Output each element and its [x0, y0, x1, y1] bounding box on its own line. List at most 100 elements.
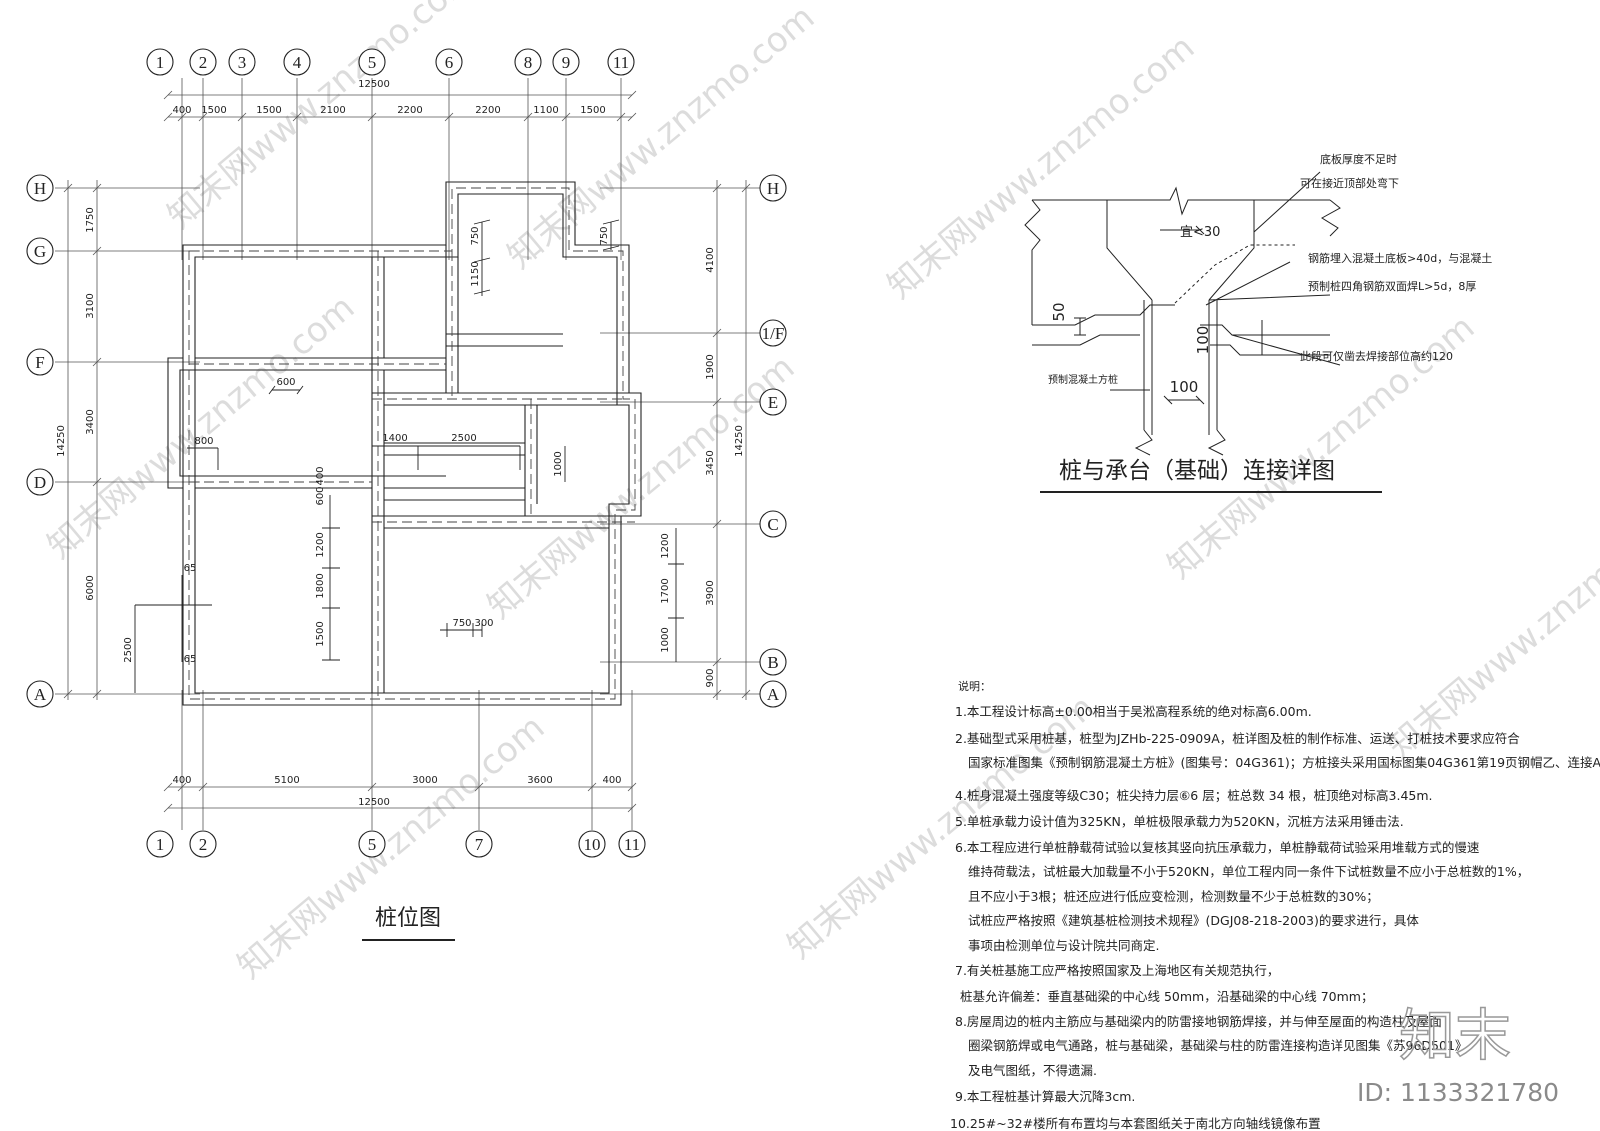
dim-label: 800 — [194, 436, 213, 447]
dim-tick — [712, 183, 722, 193]
foundation-beams — [167, 181, 642, 706]
dim-tick — [92, 357, 102, 367]
dim-tick — [63, 183, 73, 193]
axis-bubble-bottom: 7 — [465, 830, 493, 858]
watermark: 知末网www.znzmo.com — [1380, 487, 1600, 766]
dim-label: 1500 — [201, 105, 226, 116]
dim-label: 50 — [1050, 302, 1068, 321]
dim-tick — [163, 90, 173, 100]
svg-text:9: 9 — [562, 53, 571, 72]
dim-tick — [92, 689, 102, 699]
svg-text:C: C — [767, 515, 778, 534]
top-total-dim: 12500 — [358, 79, 390, 90]
dim-tick — [587, 782, 597, 792]
dim-label: 2500 — [123, 637, 134, 662]
axis-bubble-right: B — [759, 648, 787, 676]
dim-tick — [741, 689, 751, 699]
svg-text:E: E — [768, 393, 778, 412]
svg-text:H: H — [767, 179, 779, 198]
dim-label: 钢筋埋入混凝土底板>40d，与混凝土 — [1308, 251, 1492, 265]
axis-bubble-bottom: 1 — [146, 830, 174, 858]
dim-tick — [292, 112, 302, 122]
svg-text:7: 7 — [475, 835, 484, 854]
dim-label: 600 — [315, 486, 326, 505]
dim-label: 3100 — [85, 293, 96, 318]
note-line: 7.有关桩基施工应严格按照国家及上海地区有关规范执行， — [955, 963, 1279, 978]
dim-label: 1500 — [580, 105, 605, 116]
dim-tick — [474, 782, 484, 792]
svg-text:6: 6 — [445, 53, 454, 72]
axis-bubble-right: E — [759, 388, 787, 416]
note-line: 9.本工程桩基计算最大沉降3cm. — [955, 1089, 1135, 1104]
dim-tick — [712, 397, 722, 407]
note-line: 及电气图纸，不得遗漏. — [968, 1063, 1097, 1078]
dim-label: 1000 — [660, 627, 671, 652]
dim-label: 此段可仅凿去焊接部位高约120 — [1300, 349, 1453, 363]
dim-tick — [198, 782, 208, 792]
dim-label: 1800 — [315, 573, 326, 598]
note-line: 且不应小于3根；桩还应进行低应变检测，检测数量不少于总桩数的30%； — [968, 889, 1379, 904]
watermark: 知末网www.znzmo.com — [880, 27, 1202, 306]
dim-label: 1100 — [533, 105, 558, 116]
dim-label: 100 — [1170, 378, 1199, 396]
axis-bubble-left: F — [26, 348, 54, 376]
dim-label: 1500 — [315, 621, 326, 646]
note-line: 4.桩身混凝土强度等级C30；桩尖持力层⑥6 层；桩总数 34 根，桩顶绝对标高… — [955, 788, 1433, 803]
axis-bubble-bottom: 10 — [578, 830, 606, 858]
dim-label: 3450 — [705, 450, 716, 475]
axis-bubble-top: 11 — [607, 48, 635, 76]
dim-label: 600 — [276, 377, 295, 388]
dim-label: 1200 — [315, 532, 326, 557]
notes-heading: 说明： — [958, 679, 991, 693]
note-line: 国家标准图集《预制钢筋混凝土方桩》(图集号：04G361)；方桩接头采用国标图集… — [968, 755, 1600, 770]
brand-id: ID: 1133321780 — [1357, 1078, 1559, 1107]
svg-text:10: 10 — [584, 835, 601, 854]
dim-label: 5100 — [274, 775, 299, 786]
axis-bubble-top: 6 — [435, 48, 463, 76]
axis-bubble-right: H — [759, 174, 787, 202]
dim-label: 65 — [184, 654, 197, 665]
dim-label: 750 — [470, 226, 481, 245]
dim-label: 1500 — [256, 105, 281, 116]
svg-text:1/F: 1/F — [762, 324, 785, 343]
inner-dimensions — [134, 219, 684, 693]
axis-bubble-left: G — [26, 237, 54, 265]
note-line: 事项由检测单位与设计院共同商定. — [968, 938, 1159, 953]
note-line: 8.房屋周边的桩内主筋应与基础梁内的防雷接地钢筋焊接，并与伸至屋面的构造柱及屋面 — [955, 1014, 1442, 1029]
svg-text:4: 4 — [293, 53, 302, 72]
dim-label: 2200 — [397, 105, 422, 116]
dim-label: 2100 — [320, 105, 345, 116]
grid-lines — [55, 78, 760, 830]
dim-label: 3000 — [412, 775, 437, 786]
dim-tick — [198, 112, 208, 122]
axis-bubble-right: A — [759, 680, 787, 708]
dim-tick — [177, 112, 187, 122]
svg-text:5: 5 — [368, 835, 377, 854]
svg-text:F: F — [35, 353, 44, 372]
dim-label: 宜<30 — [1180, 225, 1220, 240]
dim-label: 2500 — [451, 433, 476, 444]
dim-tick — [444, 112, 454, 122]
brand: 知末 ID: 1133321780 — [1357, 1003, 1559, 1107]
dim-label: 1900 — [705, 354, 716, 379]
dim-tick — [712, 328, 722, 338]
dashed-strips — [188, 187, 636, 700]
dim-tick — [163, 782, 173, 792]
dim-label: 750 — [599, 226, 610, 245]
dim-label: 6000 — [85, 575, 96, 600]
dim-label: 750 — [452, 618, 471, 629]
dim-label: 1000 — [553, 451, 564, 476]
detail-text: 底板厚度不足时可在接近顶部处弯下宜<30钢筋埋入混凝土底板>40d，与混凝土预制… — [1040, 152, 1492, 493]
dim-label: 14250 — [734, 425, 745, 457]
dim-tick — [367, 782, 377, 792]
dim-label: 400 — [315, 466, 326, 485]
note-line: 桩基允许偏差：垂直基础梁的中心线 50mm，沿基础梁的中心线 70mm； — [960, 989, 1373, 1004]
detail-title: 桩与承台（基础）连接详图 — [1059, 458, 1335, 484]
axis-bubble-top: 8 — [514, 48, 542, 76]
dim-tick — [92, 477, 102, 487]
dim-label: 预制桩四角钢筋双面焊L>5d，8厚 — [1308, 279, 1476, 293]
dim-tick — [237, 112, 247, 122]
svg-text:H: H — [34, 179, 46, 198]
